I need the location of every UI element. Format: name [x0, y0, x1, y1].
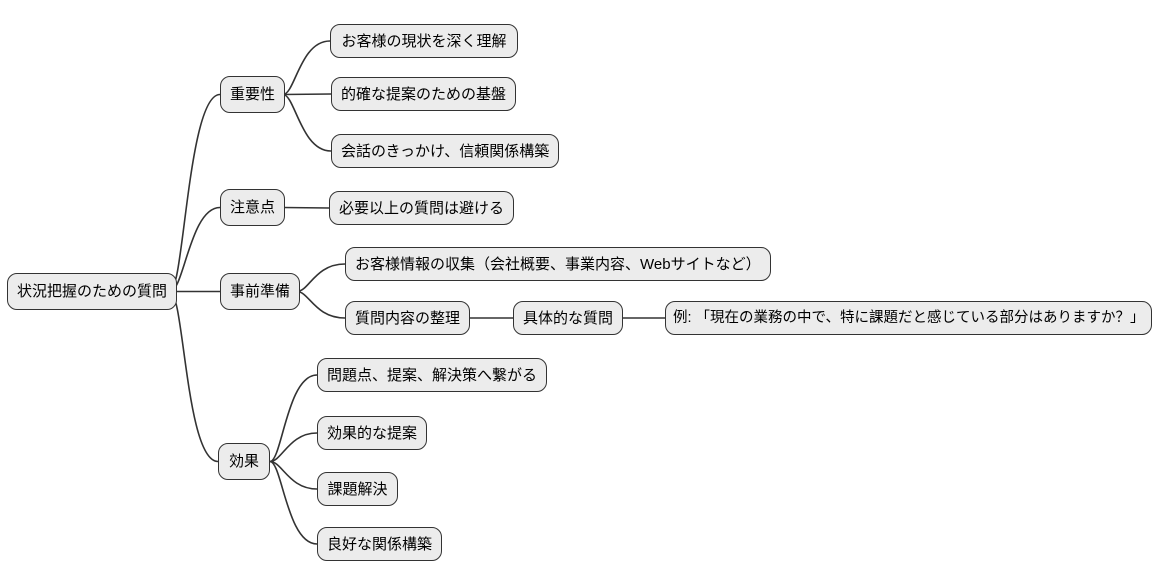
- mindmap-node-concrete-question: 具体的な質問: [513, 301, 624, 335]
- edge-root-importance: [169, 93, 221, 293]
- mindmap-node-trust-building: 会話のきっかけ、信頼関係構築: [331, 134, 560, 168]
- mindmap-node-understand-customer: お客様の現状を深く理解: [330, 24, 518, 58]
- edge-caution-child1: [282, 206, 330, 209]
- mindmap-node-organize-questions: 質問内容の整理: [345, 301, 471, 335]
- edge-importance-child3: [282, 93, 332, 152]
- mindmap-node-proposal-foundation: 的確な提案のための基盤: [331, 77, 517, 111]
- mindmap-node-effect: 効果: [218, 443, 270, 480]
- edge-importance-child1: [282, 40, 331, 96]
- edge-root-effect: [169, 290, 219, 463]
- edge-preparation-child2: [296, 290, 346, 319]
- mindmap-node-root: 状況把握のための質問: [7, 273, 178, 310]
- mindmap-node-problem-solving: 課題解決: [317, 472, 398, 506]
- edge-root-caution: [169, 206, 221, 293]
- mindmap-node-preparation: 事前準備: [220, 273, 301, 310]
- edge-effect-child1: [269, 374, 318, 463]
- edge-effect-child3: [269, 460, 318, 490]
- mindmap-node-good-relationship: 良好な関係構築: [317, 527, 443, 561]
- edge-preparation-child1: [296, 263, 346, 293]
- edge-importance-child2: [282, 93, 332, 96]
- edge-effect-child4: [269, 460, 318, 545]
- mindmap-node-info-gathering: お客様情報の収集（会社概要、事業内容、Webサイトなど）: [345, 247, 771, 281]
- mindmap-node-avoid-excess-questions: 必要以上の質問は避ける: [329, 191, 515, 225]
- mindmap-node-importance: 重要性: [220, 76, 286, 113]
- mindmap-node-example-question: 例: 「現在の業務の中で、特に課題だと感じている部分はありますか？」: [665, 301, 1153, 335]
- edge-effect-child2: [269, 432, 318, 463]
- mindmap-node-leads-to-solutions: 問題点、提案、解決策へ繋がる: [317, 358, 548, 392]
- mindmap-node-effective-proposal: 効果的な提案: [317, 416, 428, 450]
- mindmap-node-caution: 注意点: [220, 189, 286, 226]
